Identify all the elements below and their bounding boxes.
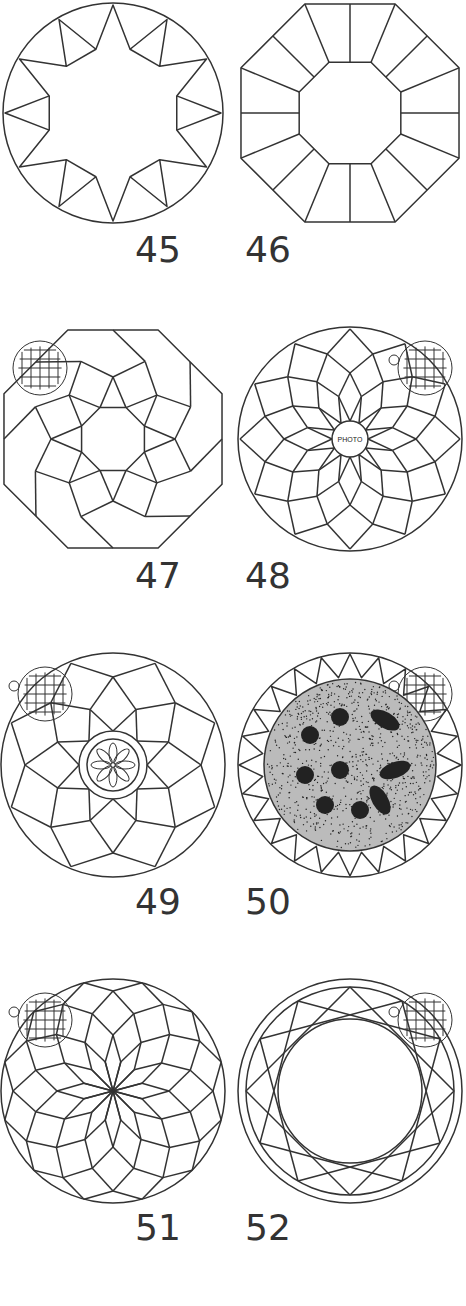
small-bead-47 (9, 667, 72, 721)
figure-number: 51 (135, 1210, 181, 1246)
bead-51 (1, 979, 225, 1203)
figure-number: 47 (135, 558, 181, 594)
small-bead-49 (9, 993, 72, 1047)
center-text: PHOTO (337, 436, 364, 443)
figure-number: 46 (245, 232, 291, 268)
bead-49 (1, 653, 225, 877)
bead-50 (238, 653, 462, 877)
figure-number: 49 (135, 884, 181, 920)
bead-45 (3, 3, 223, 223)
figure-number: 48 (245, 558, 291, 594)
small-bead-46 (389, 341, 452, 395)
bead-48 (238, 327, 462, 551)
figure-number: 50 (245, 884, 291, 920)
small-bead-45 (13, 341, 67, 395)
bead-52 (238, 979, 462, 1203)
figure-number: 45 (135, 232, 181, 268)
figure-number: 52 (245, 1210, 291, 1246)
bead-46 (241, 4, 459, 222)
bead-47 (4, 330, 222, 548)
small-bead-50 (389, 993, 452, 1047)
